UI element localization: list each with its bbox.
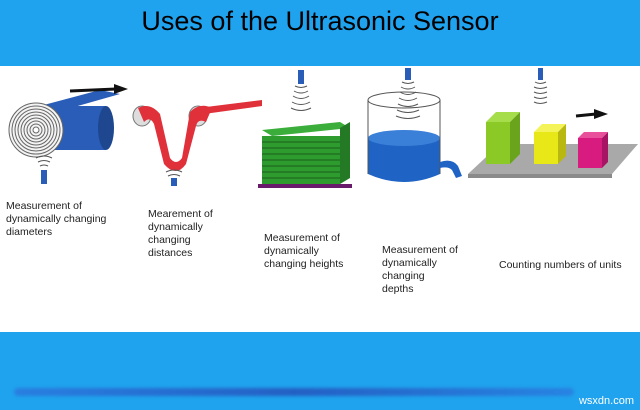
roll-diameter-illustration [8, 84, 128, 184]
stack-height-illustration [258, 70, 352, 188]
sensor-1 [35, 155, 53, 184]
caption-diameters: Measurement of dynamically changing diam… [6, 200, 107, 238]
caption-counting-units: Counting numbers of units [499, 259, 622, 271]
title-band [0, 0, 640, 62]
conveyor-motion-arrow [575, 109, 608, 119]
watermark: wsxdn.com [578, 395, 634, 407]
box-magenta [578, 132, 608, 168]
liquid-surface [368, 130, 440, 146]
page-title: Uses of the Ultrasonic Sensor [141, 6, 499, 36]
tank-liquid [368, 138, 440, 182]
stack-base [258, 184, 352, 188]
caption-depths: Measurement of dynamically changing dept… [382, 244, 458, 295]
box-green [486, 112, 520, 164]
blurred-text-strip [14, 388, 574, 396]
roll-end [98, 106, 114, 150]
diagram-panel: Measurement of dynamically changing diam… [0, 66, 640, 332]
stack-side [340, 122, 350, 184]
sensor-3 [290, 70, 312, 111]
caption-distances: Mearement of dynamically changing distan… [148, 208, 213, 259]
sensor-2 [165, 169, 183, 186]
tank-outlet-pipe [440, 160, 462, 178]
stack-layers [262, 141, 340, 179]
unit-counting-illustration [468, 68, 638, 178]
sensor-5 [533, 68, 548, 104]
conveyor-edge [468, 174, 612, 178]
box-yellow [534, 124, 566, 164]
liquid-depth-illustration [367, 68, 462, 182]
web-exit [198, 100, 262, 114]
stack-top [262, 122, 350, 136]
roll-spiral-end [8, 102, 64, 158]
bottom-band [0, 332, 640, 410]
sensor-4 [395, 68, 421, 119]
web-distance-illustration [132, 100, 262, 186]
caption-heights: Measurement of dynamically changing heig… [264, 232, 344, 270]
applications-diagram [8, 68, 638, 188]
web-loop [138, 105, 212, 171]
roll-web-top [40, 90, 120, 111]
roll-motion-arrow [69, 84, 128, 94]
